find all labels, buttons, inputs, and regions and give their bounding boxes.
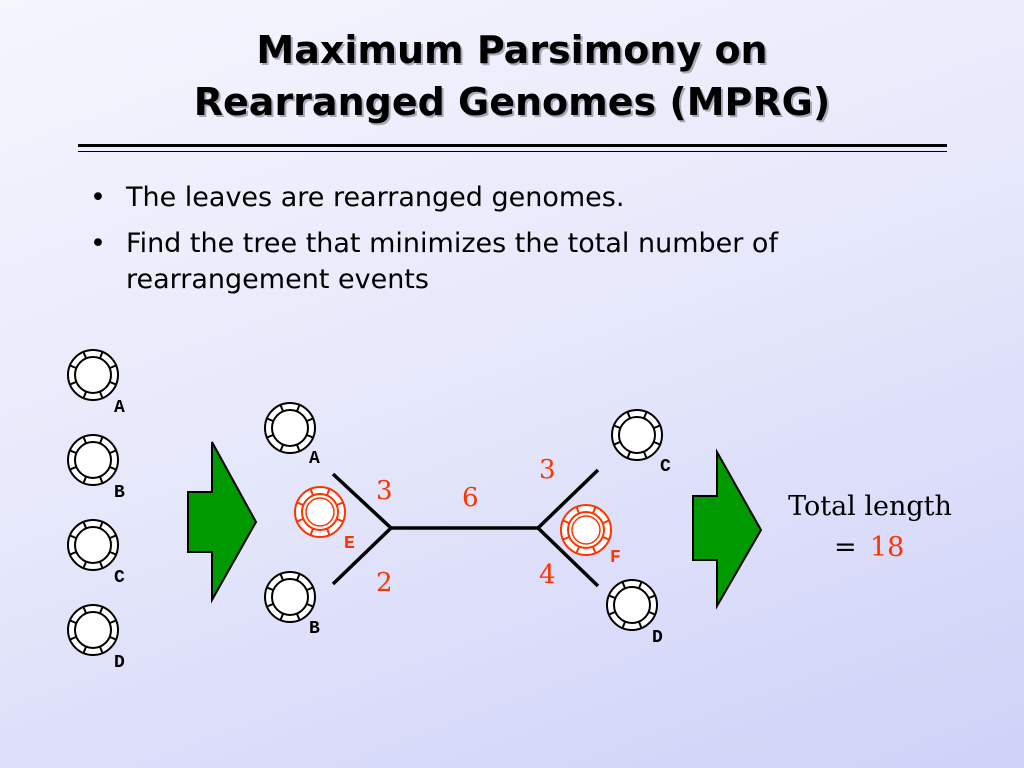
- bullet-2: Find the tree that minimizes the total n…: [88, 226, 968, 298]
- total-value: 18: [870, 532, 904, 563]
- internal-genome-E: E: [294, 486, 355, 554]
- tree-label-C: C: [660, 457, 671, 477]
- total-equals: =: [834, 532, 857, 563]
- title-line-2: Rearranged Genomes (MPRG): [193, 80, 831, 124]
- tree-label-B: B: [309, 619, 320, 639]
- slide-title: Maximum Parsimony on Rearranged Genomes …: [0, 24, 1024, 128]
- bullet-list: The leaves are rearranged genomes. Find …: [88, 180, 968, 308]
- edge-A-E: [331, 472, 393, 530]
- leaf-label-B: B: [114, 483, 125, 503]
- title-line-1: Maximum Parsimony on: [256, 28, 768, 72]
- edge-F-C: [536, 468, 600, 530]
- right-arrow-icon: [187, 441, 258, 604]
- circular-genome-icon: [67, 519, 119, 571]
- circular-genome-icon: [611, 409, 663, 461]
- circular-genome-icon: [294, 486, 346, 538]
- right-arrow-icon: [692, 448, 763, 610]
- tree-label-A: A: [309, 449, 320, 469]
- edge-F-D: [536, 526, 600, 588]
- weight-C-F: 3: [539, 455, 556, 485]
- tree-label-D: D: [652, 628, 663, 648]
- weight-B-E: 2: [376, 568, 393, 598]
- tree-genome-A: A: [264, 402, 320, 469]
- circular-genome-icon: [67, 434, 119, 486]
- circular-genome-icon: [67, 349, 119, 401]
- circular-genome-icon: [606, 579, 658, 631]
- genome-D-left: D: [67, 604, 125, 673]
- weight-E-F: 6: [462, 483, 479, 513]
- bullet-1: The leaves are rearranged genomes.: [88, 180, 968, 216]
- weight-D-F: 4: [539, 560, 556, 590]
- genome-B-left: B: [67, 434, 125, 503]
- weight-A-E: 3: [376, 476, 393, 506]
- leaf-label-A: A: [114, 398, 125, 418]
- internal-label-F: F: [610, 548, 621, 568]
- genome-C-left: C: [67, 519, 125, 588]
- edge-B-E: [331, 526, 393, 586]
- circular-genome-icon: [67, 604, 119, 656]
- circular-genome-icon: [264, 402, 316, 454]
- total-length-label: Total length: [788, 491, 952, 522]
- title-rule-thick: [78, 144, 947, 147]
- tree-genome-B: B: [264, 571, 320, 639]
- tree-edges: [331, 468, 600, 588]
- tree-genome-C: C: [611, 409, 671, 477]
- circular-genome-icon: [560, 504, 612, 556]
- leaf-label-D: D: [114, 653, 125, 673]
- title-rule-thin: [78, 151, 947, 152]
- genome-A-left: A: [67, 349, 125, 418]
- internal-label-E: E: [344, 534, 355, 554]
- leaf-label-C: C: [114, 568, 125, 588]
- tree-genome-D: D: [606, 579, 663, 648]
- circular-genome-icon: [264, 571, 316, 623]
- internal-genome-F: F: [560, 504, 621, 568]
